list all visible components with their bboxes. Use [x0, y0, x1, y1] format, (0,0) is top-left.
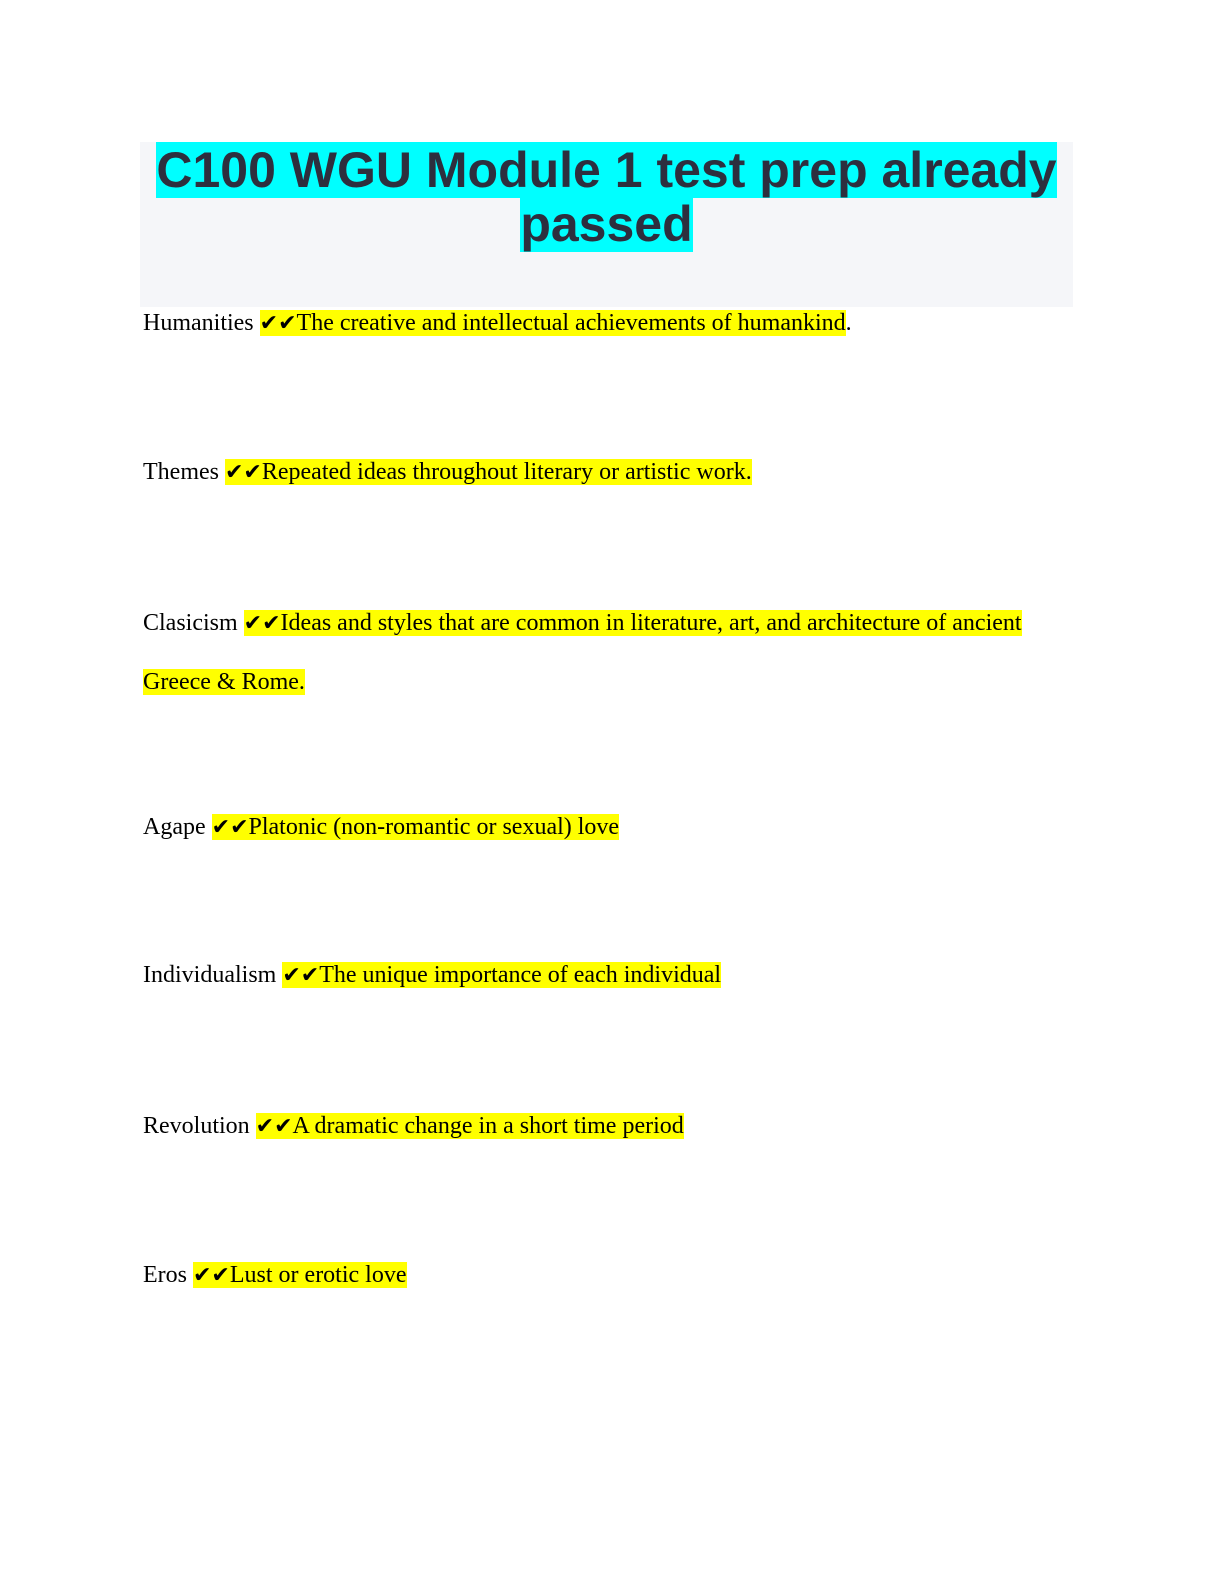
entry-definition: ✔✔Repeated ideas throughout literary or … [224, 459, 752, 485]
document-title: C100 WGU Module 1 test prep already pass… [140, 142, 1073, 252]
entry-revolution: Revolution ✔✔A dramatic change in a shor… [143, 1097, 1043, 1156]
entry-individualism: Individualism ✔✔The unique importance of… [143, 946, 1043, 1005]
definition-text: The unique importance of each individual [319, 962, 722, 988]
title-banner: C100 WGU Module 1 test prep already pass… [140, 142, 1073, 307]
entry-term: Themes [143, 459, 219, 485]
entry-definition: ✔✔Ideas and styles that are common in li… [243, 610, 1022, 636]
check-icon: ✔✔ [224, 460, 262, 485]
definition-text: Platonic (non-romantic or sexual) love [248, 814, 620, 840]
entry-term: Eros [143, 1262, 187, 1288]
entry-humanities: Humanities ✔✔The creative and intellectu… [143, 294, 1043, 353]
entry-definition: ✔✔A dramatic change in a short time peri… [255, 1113, 684, 1139]
definition-text: The creative and intellectual achievemen… [296, 310, 846, 336]
check-icon: ✔✔ [243, 611, 281, 636]
entry-agape: Agape ✔✔Platonic (non-romantic or sexual… [143, 798, 1043, 857]
check-icon: ✔✔ [193, 1263, 230, 1288]
entry-definition: ✔✔Lust or erotic love [193, 1262, 407, 1288]
entry-themes: Themes ✔✔Repeated ideas throughout liter… [143, 443, 1043, 502]
entry-eros: Eros ✔✔Lust or erotic love [143, 1246, 1043, 1305]
entry-definition: ✔✔The unique importance of each individu… [282, 962, 722, 988]
definition-text: Lust or erotic love [229, 1262, 407, 1288]
definition-text: Repeated ideas throughout literary or ar… [261, 459, 752, 485]
entry-term: Clasicism [143, 610, 238, 636]
definition-text: A dramatic change in a short time period [292, 1113, 684, 1139]
check-icon: ✔✔ [211, 815, 249, 840]
entry-definition-continued: Greece & Rome. [143, 669, 305, 695]
entry-term: Revolution [143, 1113, 250, 1139]
entry-clasicism: Clasicism ✔✔Ideas and styles that are co… [143, 594, 1043, 712]
check-icon: ✔✔ [259, 311, 297, 336]
check-icon: ✔✔ [255, 1114, 293, 1139]
entry-term: Agape [143, 814, 206, 840]
entry-definition: ✔✔Platonic (non-romantic or sexual) love [211, 814, 620, 840]
entry-suffix: . [845, 310, 852, 336]
entry-definition: ✔✔The creative and intellectual achievem… [259, 310, 846, 336]
definition-text: Ideas and styles that are common in lite… [280, 610, 1022, 636]
entry-term: Humanities [143, 310, 254, 336]
document-title-text: C100 WGU Module 1 test prep already pass… [156, 142, 1057, 252]
entry-term: Individualism [143, 962, 277, 988]
check-icon: ✔✔ [282, 963, 320, 988]
